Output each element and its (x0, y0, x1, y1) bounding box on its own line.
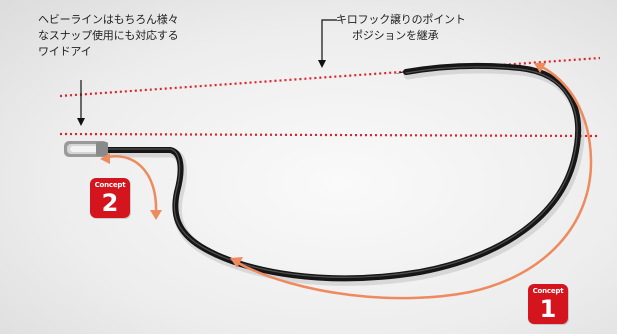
eye-position-line (59, 132, 601, 138)
concept-2-arrowhead-start (100, 153, 110, 164)
concept-1-arrowhead-end (534, 63, 546, 73)
point-position-note-line-1: キロフック譲りのポイント (336, 13, 466, 26)
concept-1-label: Concept (532, 287, 564, 295)
left-leader-arrow (77, 80, 85, 126)
point-position-note: キロフック譲りのポイント ポジションを継承 (336, 12, 466, 44)
concept-1-number: 1 (539, 295, 557, 323)
concept-2-arrowhead-end (150, 210, 162, 220)
point-position-line (59, 56, 601, 98)
wide-eye-note-line-1: ヘビーラインはもちろん様々 (38, 13, 179, 26)
hook-point (395, 69, 410, 74)
right-leader-arrow (318, 19, 337, 68)
concept-1-arrow (235, 64, 593, 300)
concept-2-arrow (103, 155, 158, 215)
wide-eye-note-line-3: ワイドアイ (38, 45, 92, 58)
wide-eye-note: ヘビーラインはもちろん様々 なスナップ使用にも対応する ワイドアイ (38, 12, 179, 60)
hook-shadow (97, 64, 585, 286)
concept-1-badge: Concept 1 (528, 284, 568, 324)
hook-eye (64, 141, 108, 157)
concept-2-badge: Concept 2 (90, 178, 130, 218)
hook-wire (97, 62, 581, 282)
hook-highlight (99, 66, 578, 278)
concept-2-number: 2 (101, 189, 119, 217)
wide-eye-note-line-2: なスナップ使用にも対応する (38, 29, 179, 42)
concept-1-arrowhead-start (230, 257, 243, 268)
point-position-note-line-2: ポジションを継承 (352, 29, 439, 42)
concept-2-label: Concept (94, 181, 126, 189)
